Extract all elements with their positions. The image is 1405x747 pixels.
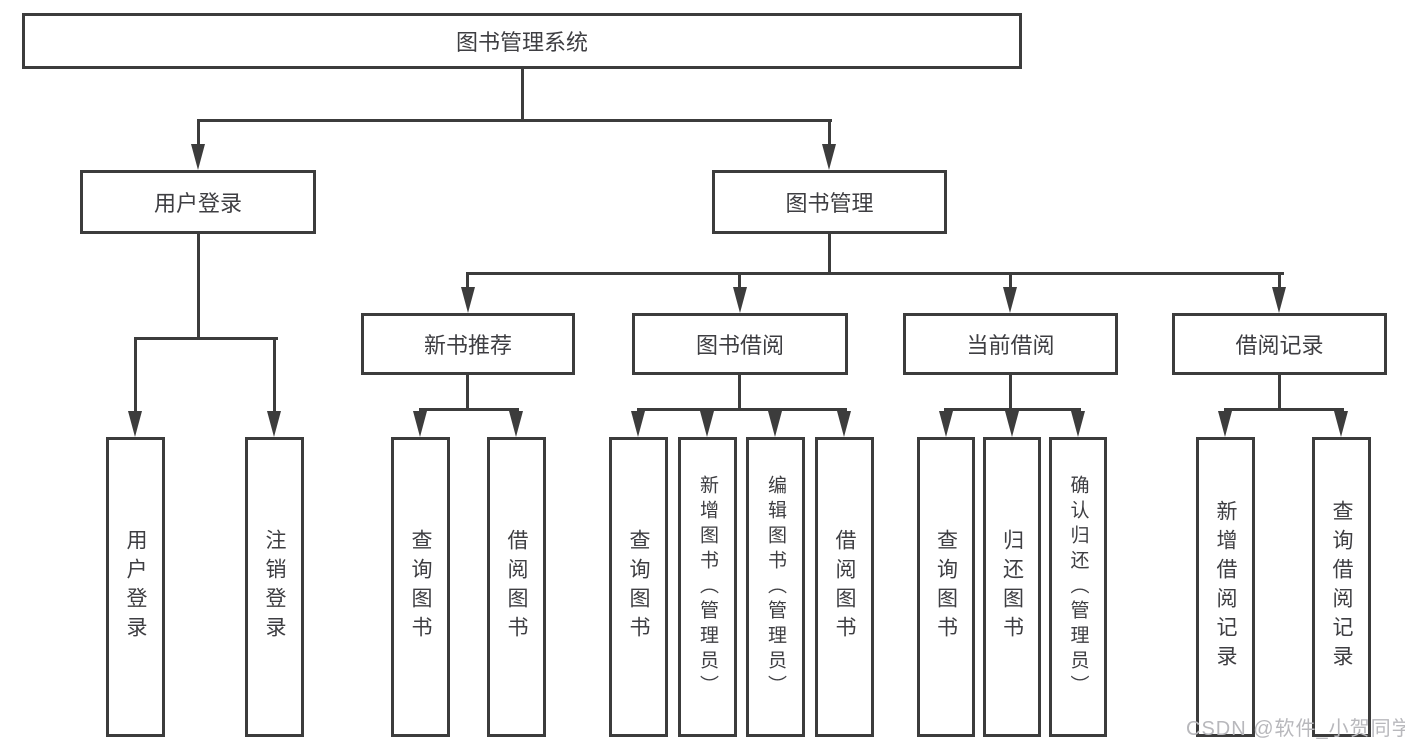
leaf-bookborrow-add-books-admin-label: 新增图书（管理员） <box>697 474 718 700</box>
arrowhead-current-return <box>1005 411 1019 437</box>
connector-new-books-stem <box>466 375 469 410</box>
arrowhead-current-query <box>939 411 953 437</box>
node-borrow-records: 借阅记录 <box>1172 313 1387 375</box>
leaf-newbooks-query-books: 查询图书 <box>391 437 450 737</box>
leaf-current-confirm-return-admin-label: 确认归还（管理员） <box>1067 474 1089 700</box>
arrowhead-newbooks-borrow <box>509 411 523 437</box>
node-book-management-system: 图书管理系统 <box>22 13 1022 69</box>
leaf-records-query-record-label: 查询借阅记录 <box>1330 500 1353 674</box>
leaf-bookborrow-add-books-admin: 新增图书（管理员） <box>678 437 737 737</box>
connector-to-book-mgmt <box>828 119 831 145</box>
connector-borrow-records-split <box>1224 408 1344 411</box>
leaf-bookborrow-borrow-books-label: 借阅图书 <box>833 529 856 645</box>
node-new-books: 新书推荐 <box>361 313 575 375</box>
arrowhead-records-add <box>1218 411 1232 437</box>
connector-current-borrow-split <box>944 408 1081 411</box>
leaf-user-login: 用户登录 <box>106 437 165 737</box>
node-user-login-branch: 用户登录 <box>80 170 316 234</box>
arrowhead-user-login <box>191 144 205 170</box>
arrowhead-current-borrow <box>1003 287 1017 313</box>
arrowhead-borrow-edit <box>768 411 782 437</box>
connector-borrow-records-stem <box>1278 375 1281 410</box>
leaf-current-return-books: 归还图书 <box>983 437 1041 737</box>
connector-to-book-borrow <box>738 272 741 288</box>
connector-to-new-books <box>466 272 469 288</box>
leaf-records-add-record: 新增借阅记录 <box>1196 437 1255 737</box>
leaf-logout-label: 注销登录 <box>263 529 286 645</box>
leaf-records-query-record: 查询借阅记录 <box>1312 437 1371 737</box>
connector-current-borrow-stem <box>1009 375 1012 410</box>
connector-to-leaf-logout <box>273 337 276 412</box>
connector-to-user-login <box>197 119 200 145</box>
arrowhead-leaf-logout <box>267 411 281 437</box>
leaf-current-return-books-label: 归还图书 <box>1000 529 1024 645</box>
leaf-current-confirm-return-admin: 确认归还（管理员） <box>1049 437 1107 737</box>
leaf-newbooks-query-books-label: 查询图书 <box>409 529 432 645</box>
leaf-newbooks-borrow-books-label: 借阅图书 <box>505 529 528 645</box>
leaf-bookborrow-edit-books-admin-label: 编辑图书（管理员） <box>765 474 786 700</box>
connector-new-books-split <box>419 408 519 411</box>
arrowhead-book-mgmt <box>822 144 836 170</box>
arrowhead-borrow-borrow <box>837 411 851 437</box>
connector-root-stem <box>521 69 524 120</box>
arrowhead-new-books <box>461 287 475 313</box>
leaf-bookborrow-edit-books-admin: 编辑图书（管理员） <box>746 437 805 737</box>
connector-book-mgmt-stem <box>828 232 831 274</box>
connector-root-split <box>197 119 832 122</box>
leaf-user-login-label: 用户登录 <box>124 529 147 645</box>
connector-user-login-split <box>134 337 278 340</box>
arrowhead-borrow-query <box>631 411 645 437</box>
arrowhead-records-query <box>1334 411 1348 437</box>
leaf-newbooks-borrow-books: 借阅图书 <box>487 437 546 737</box>
connector-book-borrow-split <box>637 408 847 411</box>
arrowhead-borrow-records <box>1272 287 1286 313</box>
arrowhead-newbooks-query <box>413 411 427 437</box>
node-book-mgmt-branch: 图书管理 <box>712 170 947 234</box>
leaf-bookborrow-query-books-label: 查询图书 <box>627 529 650 645</box>
arrowhead-leaf-login <box>128 411 142 437</box>
connector-book-mgmt-split <box>467 272 1284 275</box>
connector-user-login-stem <box>197 234 200 339</box>
csdn-watermark: CSDN @软件_小贺同学 <box>1186 718 1405 740</box>
leaf-records-add-record-label: 新增借阅记录 <box>1214 500 1237 674</box>
leaf-bookborrow-borrow-books: 借阅图书 <box>815 437 874 737</box>
leaf-bookborrow-query-books: 查询图书 <box>609 437 668 737</box>
node-book-borrow: 图书借阅 <box>632 313 848 375</box>
leaf-logout: 注销登录 <box>245 437 304 737</box>
connector-to-current-borrow <box>1009 272 1012 288</box>
arrowhead-current-confirm <box>1071 411 1085 437</box>
node-current-borrow: 当前借阅 <box>903 313 1118 375</box>
connector-book-borrow-stem <box>738 375 741 410</box>
connector-to-leaf-login <box>134 337 137 412</box>
arrowhead-book-borrow <box>733 287 747 313</box>
leaf-current-query-books: 查询图书 <box>917 437 975 737</box>
leaf-current-query-books-label: 查询图书 <box>934 529 958 645</box>
arrowhead-borrow-add <box>700 411 714 437</box>
connector-to-borrow-records <box>1278 272 1281 288</box>
